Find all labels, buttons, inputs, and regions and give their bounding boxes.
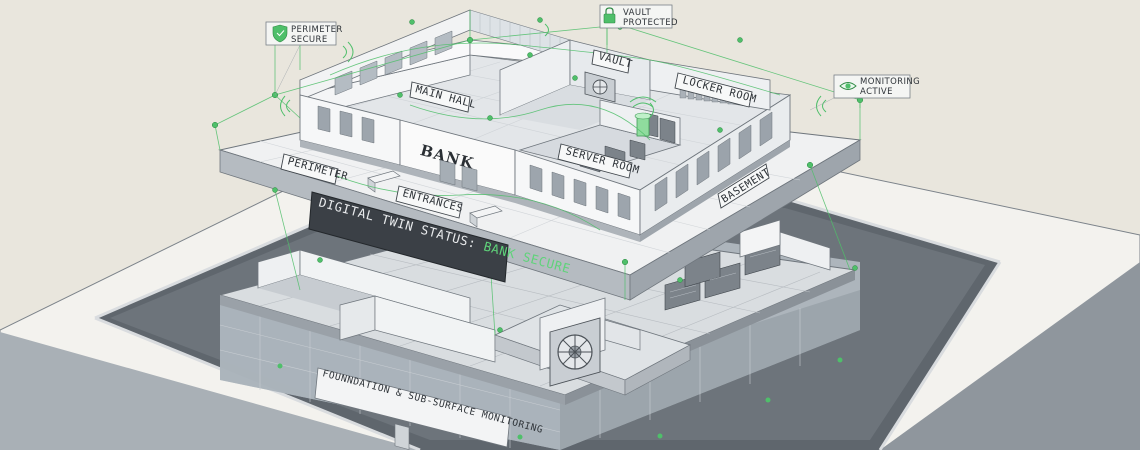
callout-vault-line2: PROTECTED bbox=[623, 18, 678, 28]
callout-vault-line1: VAULT bbox=[623, 8, 651, 18]
basement-level bbox=[218, 219, 857, 450]
eye-icon bbox=[839, 82, 857, 90]
signal-waves bbox=[280, 23, 827, 118]
basement-vault-door bbox=[549, 317, 601, 387]
lock-icon bbox=[603, 7, 616, 24]
callout-monitoring-line2: ACTIVE bbox=[860, 87, 893, 97]
shield-icon bbox=[272, 24, 288, 43]
basement-server-racks bbox=[664, 239, 781, 311]
callout-vault-protected: VAULT PROTECTED bbox=[599, 4, 678, 45]
room-label-main-hall: MAIN HALL bbox=[409, 81, 478, 113]
callout-perimeter-secure: PERIMETER SECURE bbox=[265, 21, 343, 70]
vault-door bbox=[584, 71, 616, 103]
callout-perimeter-line1: PERIMETER bbox=[291, 25, 343, 35]
callout-monitoring-line1: MONITORING bbox=[860, 77, 920, 87]
callout-monitoring-active: MONITORING ACTIVE bbox=[833, 74, 920, 108]
callout-perimeter-line2: SECURE bbox=[291, 35, 328, 45]
sensor-nodes bbox=[211, 17, 864, 333]
